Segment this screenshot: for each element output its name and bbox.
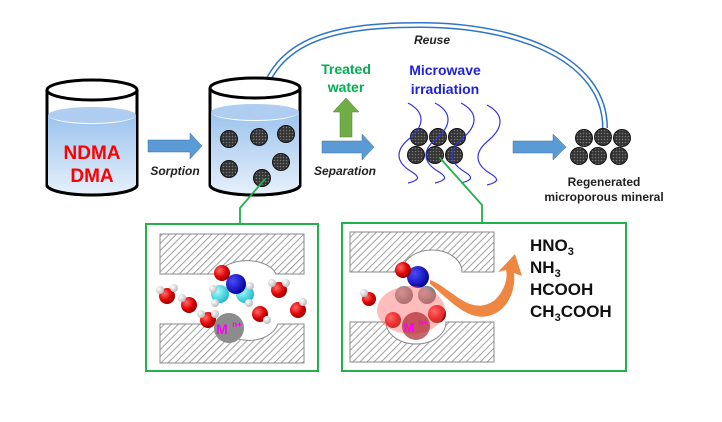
ndma-molecule [209,265,254,307]
treated-water-arrow [332,97,360,138]
product-formula: HCOOH [530,280,593,299]
inset-degradation-pore: M n+ [341,222,627,372]
beaker-contaminated [45,78,139,197]
separation-arrow [321,133,375,161]
metal-ion-label: M [216,321,228,337]
inset-sorption-pore: M n+ [145,223,319,372]
regenerated-sorbent-cluster [570,128,631,165]
metal-ion [214,313,244,343]
microwave-waves [398,102,501,186]
ndma-molecule-degrading: M n+ [360,262,446,340]
microwave-sorbent-cluster [407,128,466,164]
separation-label: Separation [314,164,376,178]
contaminant-dma-label: DMA [70,166,114,187]
product-formula: CH3COOH [530,302,612,324]
metal-ion-heated [402,312,430,340]
beaker-with-sorbent [208,76,302,197]
inset-connector-right [439,157,483,223]
regenerated-label-line2: microporous mineral [544,190,663,204]
metal-ion-heated-charge: n+ [418,318,428,327]
water-molecules [156,279,307,328]
product-formula: HNO3 [530,236,574,258]
product-formula: NH3 [530,258,561,280]
reuse-label: Reuse [414,33,450,47]
regeneration-arrow [512,133,567,161]
treated-water-label-line2: water [327,79,365,95]
microwave-label-line2: irradiation [411,81,479,97]
sorption-arrow [147,132,203,160]
contaminant-ndma-label: NDMA [64,143,121,164]
regenerated-label-line1: Regenerated [568,175,641,189]
treated-water-label-line1: Treated [321,61,371,77]
metal-ion-heated-label: M [404,320,415,335]
inset-connector-left [239,178,266,223]
product-release-arrow [430,254,522,317]
sorption-label: Sorption [150,164,199,178]
metal-ion-charge: n+ [232,320,242,329]
microwave-label-line1: Microwave [409,62,481,78]
